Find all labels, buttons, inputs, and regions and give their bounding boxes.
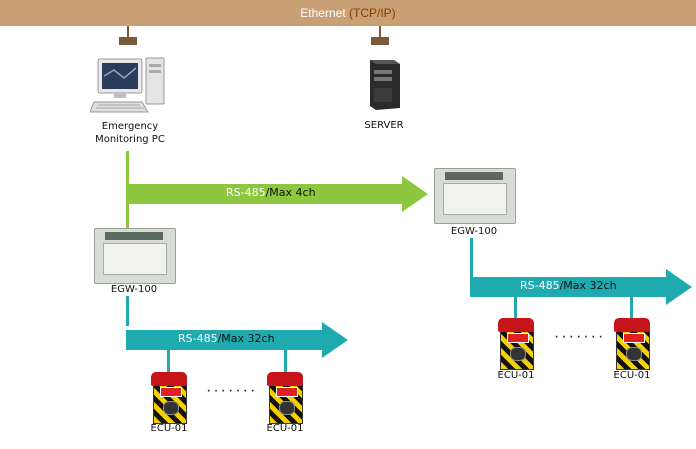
ecu-right-ellipsis: ······· (554, 328, 606, 345)
gateway-left-label: EGW-100 (110, 284, 158, 295)
gateway-right-label: EGW-100 (450, 226, 498, 237)
ecu-right-1-label: ECU-01 (497, 370, 535, 381)
ecu-left-1-label: ECU-01 (150, 423, 188, 434)
computer-icon (90, 57, 165, 113)
server-drop-stem (379, 26, 381, 38)
gateway-right-downlink (470, 238, 473, 278)
rs485-4ch-arrow (126, 176, 428, 212)
gateway-left-device (94, 228, 176, 284)
pc-drop-stem (127, 26, 129, 38)
ecu-right-2-label: ECU-01 (613, 370, 651, 381)
ecu-right-2-device (614, 318, 650, 370)
ecu-right-1-drop (514, 296, 517, 318)
ecu-left-ellipsis: ······· (206, 382, 258, 399)
gateway-right-device (434, 168, 516, 224)
ecu-right-2-drop (630, 296, 633, 318)
pc-drop-cap (119, 37, 137, 45)
pc-label: Emergency Monitoring PC (95, 121, 165, 145)
ecu-left-2-device (267, 372, 303, 424)
ecu-left-2-label: ECU-01 (266, 423, 304, 434)
server-drop-cap (371, 37, 389, 45)
rs485-32ch-left-arrow (126, 322, 348, 358)
rs485-32ch-right-label: RS-485/Max 32ch (520, 279, 617, 292)
ethernet-label: Ethernet (TCP/IP) (300, 6, 396, 20)
ecu-right-1-device (498, 318, 534, 370)
ethernet-bus (0, 0, 696, 26)
gateway-left-downlink (126, 296, 129, 326)
ecu-left-2-drop (284, 348, 287, 372)
rs485-4ch-label: RS-485/Max 4ch (226, 186, 316, 199)
ecu-left-1-drop (167, 348, 170, 372)
rs485-32ch-left-label: RS-485/Max 32ch (178, 332, 275, 345)
rs485-32ch-right-arrow (470, 269, 692, 305)
server-label: SERVER (364, 120, 404, 131)
ecu-left-1-device (151, 372, 187, 424)
server-icon (370, 60, 400, 110)
